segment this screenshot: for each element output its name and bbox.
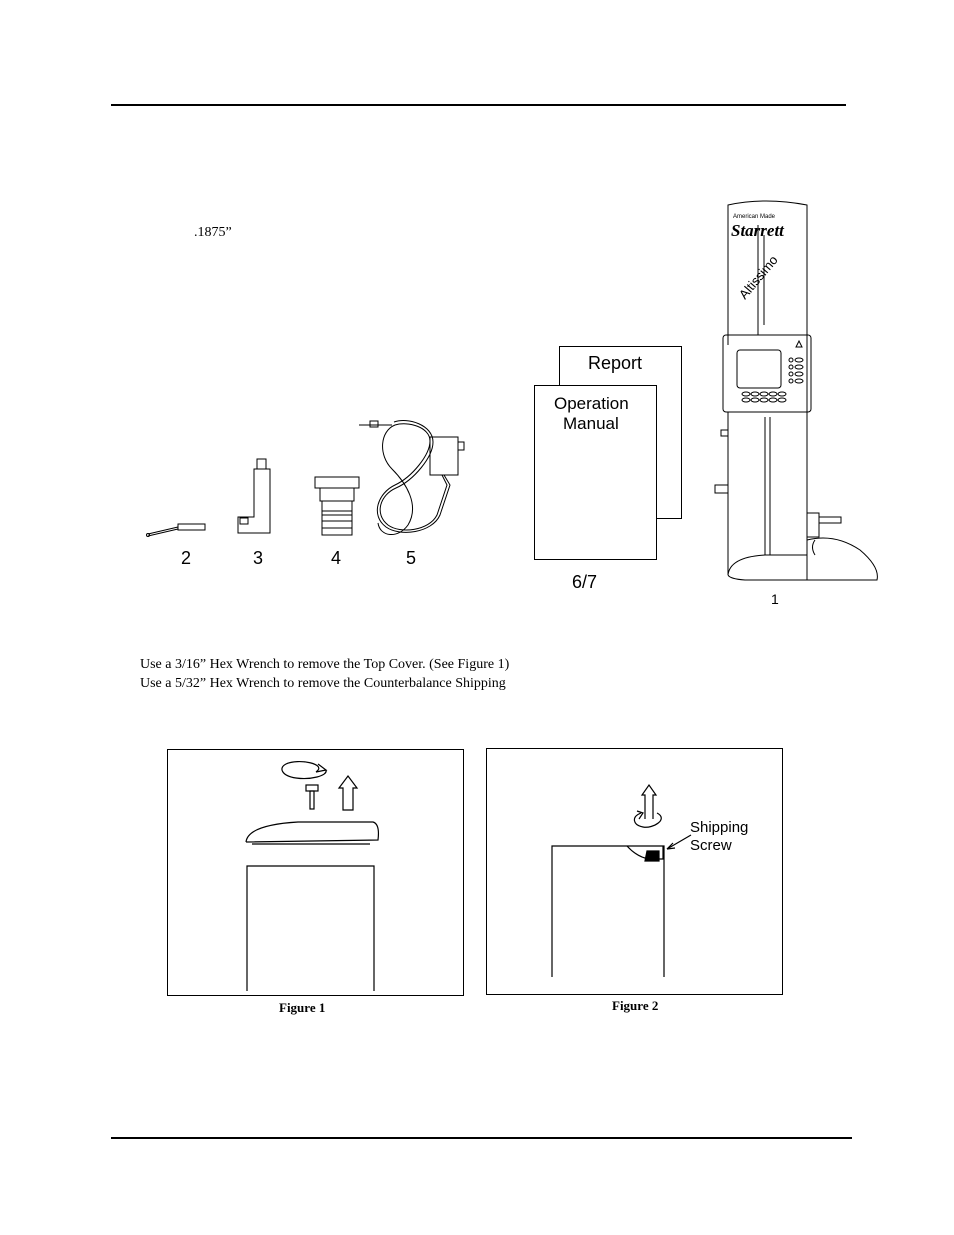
- gauge-brand-top: American Made: [733, 214, 776, 220]
- part-2-probe: [146, 523, 206, 537]
- instruction-line-1: Use a 3/16” Hex Wrench to remove the Top…: [140, 657, 510, 672]
- figure-2-caption: Figure 2: [612, 998, 659, 1013]
- part-label-3: 3: [253, 548, 264, 568]
- operation-manual-booklet: Operation Manual: [534, 385, 657, 560]
- part-5-power-supply: [359, 420, 465, 535]
- part-4-holder: [314, 476, 360, 536]
- figure-2-frame: Shipping Screw: [486, 748, 783, 995]
- height-gauge-illustration: American Made Starrett Altissimo: [714, 200, 878, 581]
- report-title: Report: [588, 353, 643, 373]
- figure-1-drawing: [245, 760, 380, 991]
- instruction-line-2: Use a 5/32” Hex Wrench to remove the Cou…: [140, 676, 506, 691]
- dimension-note: .1875”: [194, 225, 232, 240]
- shipping-screw-callout-line2: Screw: [690, 837, 732, 854]
- gauge-brand: Starrett: [731, 221, 785, 240]
- operation-manual-title-line1: Operation: [554, 394, 629, 413]
- figure-2-drawing: [551, 783, 692, 977]
- footer-rule: [111, 1137, 852, 1139]
- part-3-bracket: [237, 458, 271, 534]
- header-rule: [111, 104, 846, 106]
- shipping-screw-callout-line1: Shipping: [690, 819, 749, 836]
- figure-1-frame: [167, 749, 464, 996]
- part-label-4: 4: [331, 548, 342, 568]
- part-label-5: 5: [406, 548, 417, 568]
- parts-illustration: [146, 420, 465, 537]
- part-label-6-7: 6/7: [572, 572, 598, 592]
- part-label-1: 1: [771, 591, 779, 607]
- part-label-2: 2: [181, 548, 192, 568]
- operation-manual-title-line2: Manual: [563, 414, 619, 433]
- figure-1-caption: Figure 1: [279, 1000, 326, 1015]
